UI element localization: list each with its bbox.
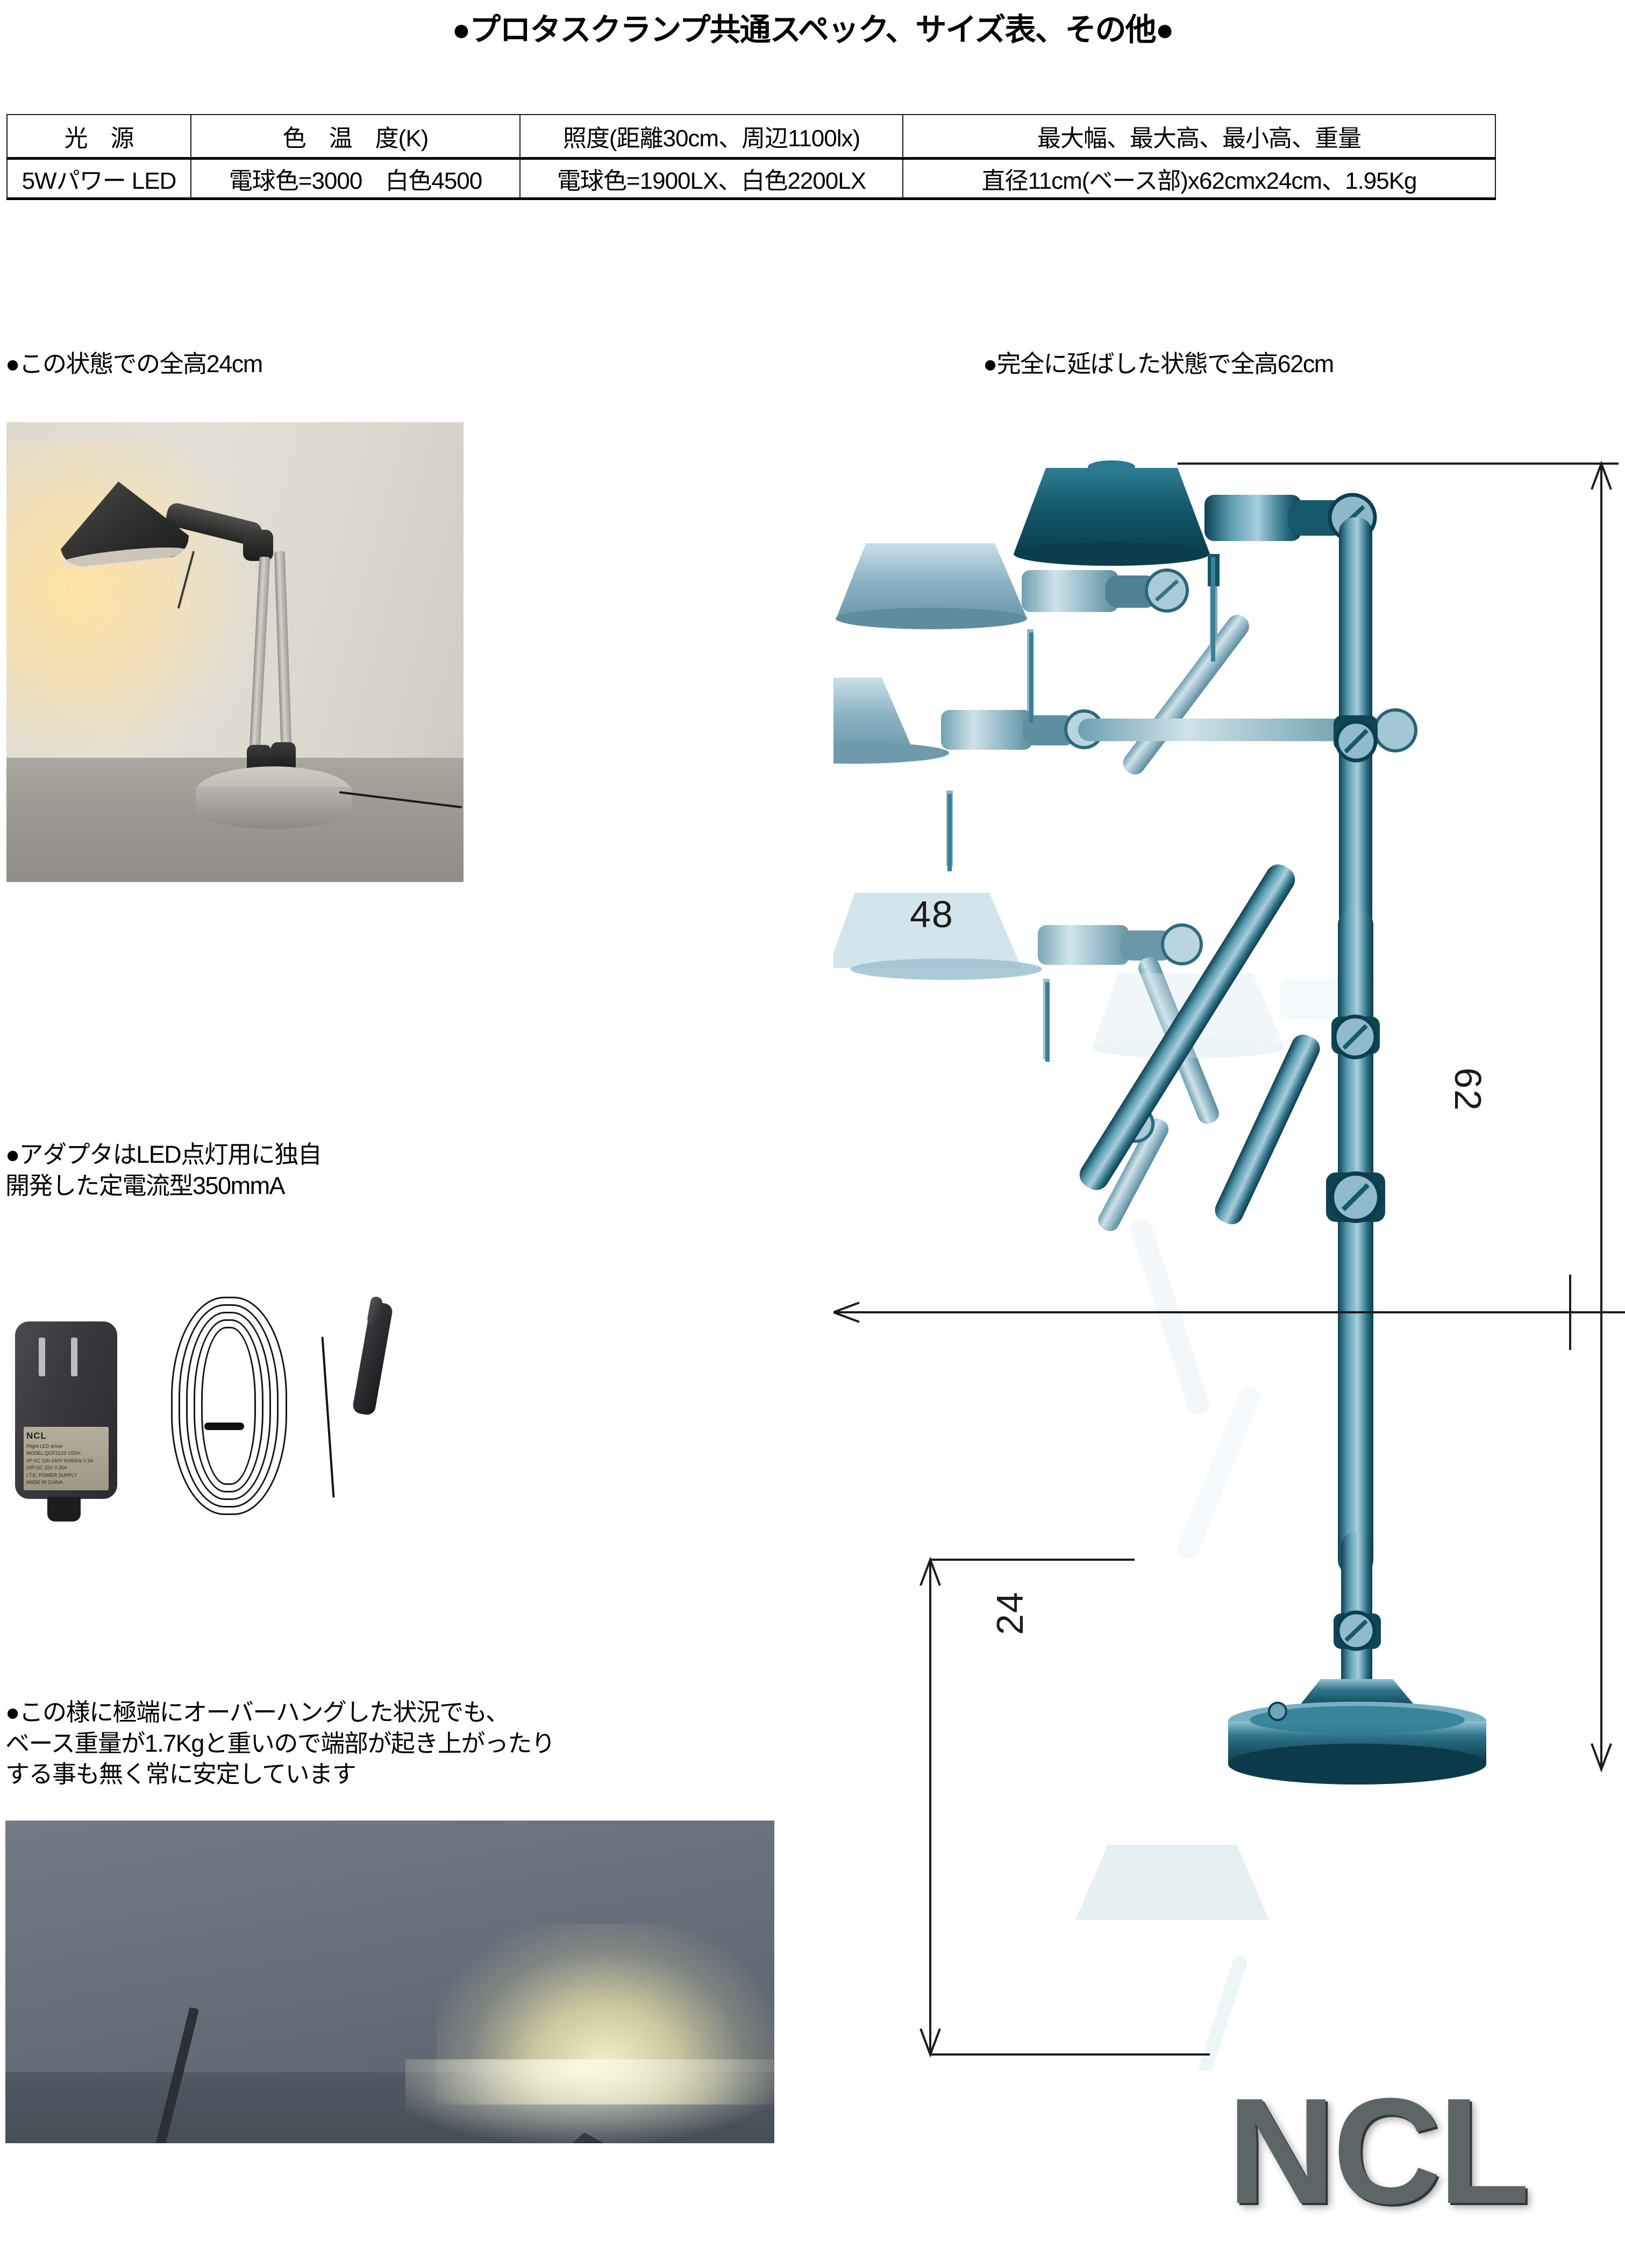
dimension-label-max-height: 62 (1447, 1068, 1489, 1112)
adapter-label-line2: MODEL:QCF312S-15DH (26, 1451, 81, 1456)
caption-stability: ●この様に極端にオーバーハングした状況でも、 ベース重量が1.7Kgと重いので端… (5, 1698, 555, 1788)
dimension-label-min-height: 24 (989, 1591, 1031, 1635)
caption-extended-height: ●完全に延ばした状態で全高62cm (983, 350, 1334, 378)
plug-prong-icon (39, 1338, 45, 1376)
adapter-label-line6: MADE IN CHINA (26, 1480, 63, 1485)
overhang-photo (5, 1821, 774, 2143)
dimension-lines (833, 460, 1625, 2058)
adapter-label-line1: Plight LED driver (26, 1443, 63, 1449)
lamp-base-skirt (196, 787, 352, 829)
plug-prong-icon (71, 1338, 77, 1376)
col-header-illuminance: 照度(距離30cm、周辺1100lx) (519, 114, 903, 160)
adapter-label-line3: I/P:AC 100-240V 50/60Hz 0.3A (26, 1458, 94, 1463)
dimension-label-reach: 48 (910, 893, 954, 935)
lamp-pose-ghost (1075, 1845, 1269, 2071)
adapter-rating-label: NCL Plight LED driver MODEL:QCF312S-15DH… (24, 1427, 109, 1490)
coiled-cable (167, 1293, 328, 1519)
spec-table: 光 源 色 温 度(K) 照度(距離30cm、周辺1100lx) 最大幅、最大高… (6, 114, 1496, 200)
adapter-label-line4: O/P:DC 15V 0.35A (26, 1465, 67, 1470)
ac-adapter-photo: NCL Plight LED driver MODEL:QCF312S-15DH… (5, 1288, 436, 1535)
cell-color-temperature: 電球色=3000 白色4500 (190, 158, 521, 200)
page-title: ●プロタスクランプ共通スペック、サイズ表、その他● (452, 12, 1174, 47)
col-header-color-temperature: 色 温 度(K) (190, 114, 521, 160)
cable-tie (204, 1423, 244, 1430)
cell-illuminance: 電球色=1900LX、白色2200LX (519, 158, 903, 200)
adapter-label-brand: NCL (26, 1431, 47, 1441)
pull-chains (947, 557, 1215, 1062)
cell-light-source: 5Wパワー LED (6, 158, 191, 200)
light-glow (6, 440, 253, 772)
lamp-folded-photo (6, 422, 464, 882)
table-header-row: 光 源 色 温 度(K) 照度(距離30cm、周辺1100lx) 最大幅、最大高… (6, 114, 1496, 160)
table-row: 5Wパワー LED 電球色=3000 白色4500 電球色=1900LX、白色2… (6, 158, 1496, 200)
cell-dimensions-weight: 直径11cm(ベース部)x62cmx24cm、1.95Kg (902, 158, 1496, 200)
lamp-pivot (243, 530, 273, 561)
lamp-pose-horizontal (833, 678, 1417, 866)
lamp-articulation-diagram (833, 393, 1625, 2071)
caption-adapter: ●アダプタはLED点灯用に独自 開発した定電流型350mmA (5, 1141, 322, 1199)
lamp-pose-extended (1014, 460, 1377, 656)
caption-folded-height: ●この状態での全高24cm (5, 350, 263, 378)
light-pool-desk (405, 2059, 774, 2143)
col-header-light-source: 光 源 (6, 114, 191, 160)
adapter-label-line5: I.T.E. POWER SUPPLY (26, 1472, 77, 1478)
lamp-main-column (1079, 517, 1486, 1784)
ncl-logo: NCL (1227, 2067, 1530, 2235)
lamp-pose-ghost-heads (1092, 973, 1377, 1559)
col-header-dimensions-weight: 最大幅、最大高、最小高、重量 (902, 114, 1496, 160)
adapter-cord-exit (47, 1497, 81, 1522)
